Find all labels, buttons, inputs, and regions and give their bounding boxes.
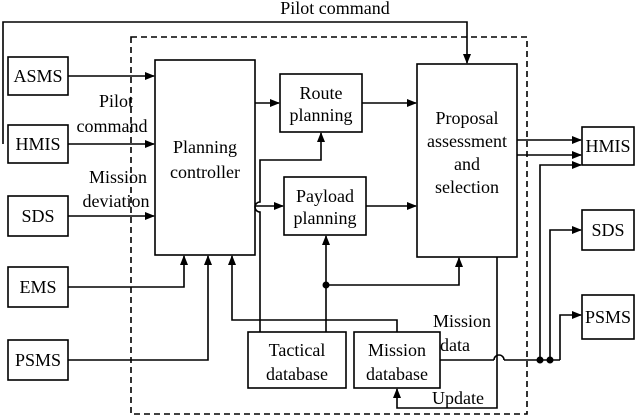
planning-controller-line1: Planning	[173, 137, 237, 157]
update-label: Update	[432, 388, 484, 408]
databases-to-controller-arrow	[228, 255, 398, 332]
pilot-command-line1: Pilot	[99, 91, 133, 111]
proposal-line3: and	[454, 154, 480, 174]
hmis-right-label: HMIS	[585, 136, 630, 156]
sds-right-box	[581, 209, 635, 251]
ems-arrow	[68, 255, 188, 288]
sds-right-label: SDS	[591, 220, 624, 240]
mission-database-line1: Mission	[368, 340, 426, 360]
ems-label: EMS	[19, 277, 56, 297]
pilot-command-top-label: Pilot command	[280, 0, 390, 18]
asms-label: ASMS	[13, 66, 62, 86]
planning-controller-line2: controller	[170, 162, 240, 182]
payload-planning-line1: Payload	[296, 186, 354, 206]
psms-left-label: PSMS	[15, 350, 61, 370]
mission-database-line2: database	[366, 364, 428, 384]
route-planning-line1: Route	[300, 83, 343, 103]
tactical-database-box	[247, 331, 347, 389]
ems-box	[7, 266, 69, 308]
planning-controller-box	[154, 59, 256, 256]
psms-right-box	[581, 294, 635, 340]
tactical-database-line2: database	[266, 364, 328, 384]
mission-deviation-line2: deviation	[83, 191, 150, 211]
psms-right-label: PSMS	[585, 307, 631, 327]
payload-planning-line2: planning	[294, 208, 357, 228]
mission-data-line1: Mission	[433, 311, 491, 331]
asms-box	[7, 56, 69, 96]
tactical-to-proposal-arrow	[326, 257, 463, 286]
route-planning-box	[279, 73, 363, 133]
route-planning-line2: planning	[290, 105, 353, 125]
update-arrow	[393, 257, 498, 409]
proposal-line1: Proposal	[436, 108, 499, 128]
mission-data-hop	[493, 354, 505, 361]
psms-arrow	[68, 255, 212, 361]
sds-left-label: SDS	[21, 206, 54, 226]
proposal-line4: selection	[435, 177, 499, 197]
proposal-box	[416, 63, 518, 258]
system-boundary	[130, 36, 528, 415]
tactical-to-route-arrow	[254, 132, 325, 332]
mission-database-box	[353, 331, 441, 389]
mission-data-to-psms-arrow	[559, 311, 582, 360]
mission-data-to-sds-arrow	[549, 226, 582, 360]
proposal-line2: assessment	[427, 131, 507, 151]
hmis-right-box	[581, 126, 635, 166]
mission-deviation-line1: Mission	[89, 167, 147, 187]
pilot-command-line2: command	[77, 116, 148, 136]
pilot-command-top-arrow	[2, 21, 471, 144]
mission-data-line2: data	[440, 335, 470, 355]
tactical-database-line1: Tactical	[269, 340, 326, 360]
mission-data-to-hmis-arrow	[539, 161, 582, 360]
hmis-left-label: HMIS	[15, 134, 60, 154]
